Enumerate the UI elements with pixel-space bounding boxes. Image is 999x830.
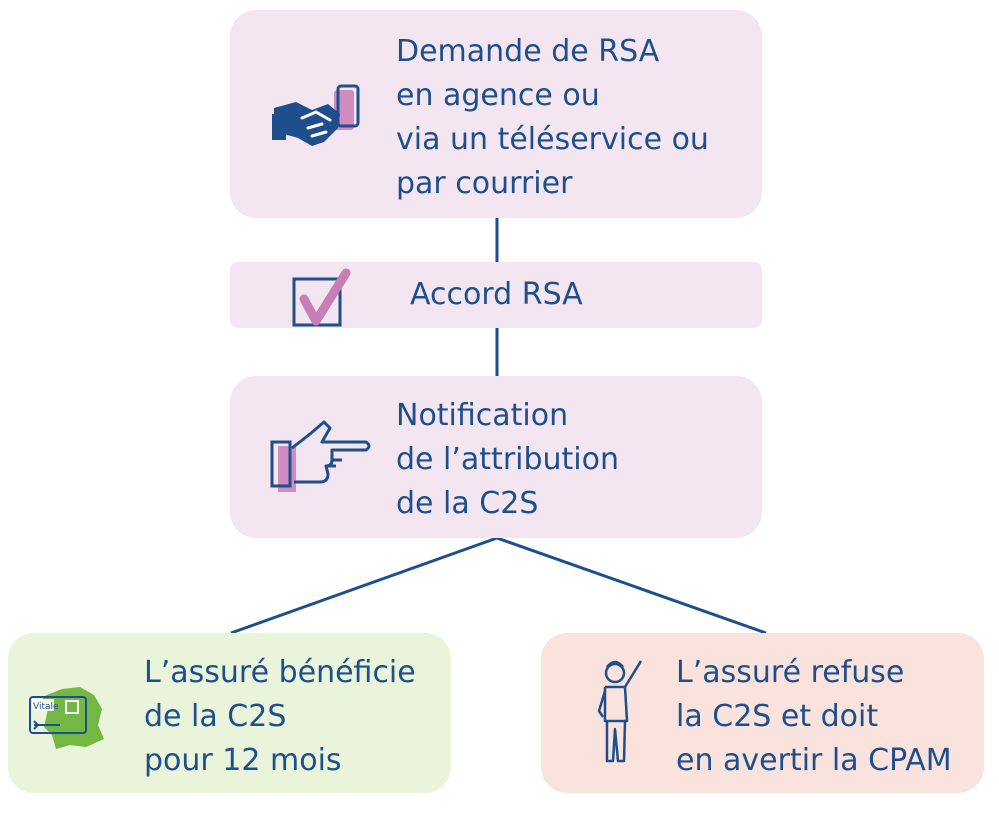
node-accord-rsa: Accord RSA — [230, 262, 762, 328]
checkbox-check-icon — [290, 267, 354, 333]
node-demande-rsa: Demande de RSA en agence ou via un télés… — [230, 10, 762, 218]
node-demande-text: Demande de RSA en agence ou via un télés… — [396, 34, 709, 201]
node-beneficie-text: L’assuré bénéficie de la C2S pour 12 moi… — [144, 655, 416, 778]
handshake-icon — [268, 80, 368, 164]
node-notification-text: Notification de l’attribution de la C2S — [396, 398, 620, 521]
vitale-card-icon: Vitale — [16, 685, 108, 755]
person-raising-hand-icon — [593, 657, 653, 773]
node-refuse: L’assuré refuse la C2S et doit en averti… — [541, 633, 984, 793]
connector-notification-refuse — [496, 536, 767, 635]
pointing-hand-icon — [266, 416, 376, 502]
connector-notification-beneficie — [230, 536, 498, 635]
node-refuse-text: L’assuré refuse la C2S et doit en averti… — [676, 655, 952, 778]
node-accord-text: Accord RSA — [410, 277, 583, 312]
vitale-card-label: Vitale — [33, 702, 59, 712]
node-beneficie: Vitale L’assuré bénéficie de la C2S pour… — [8, 633, 451, 793]
node-notification: Notification de l’attribution de la C2S — [230, 376, 762, 538]
